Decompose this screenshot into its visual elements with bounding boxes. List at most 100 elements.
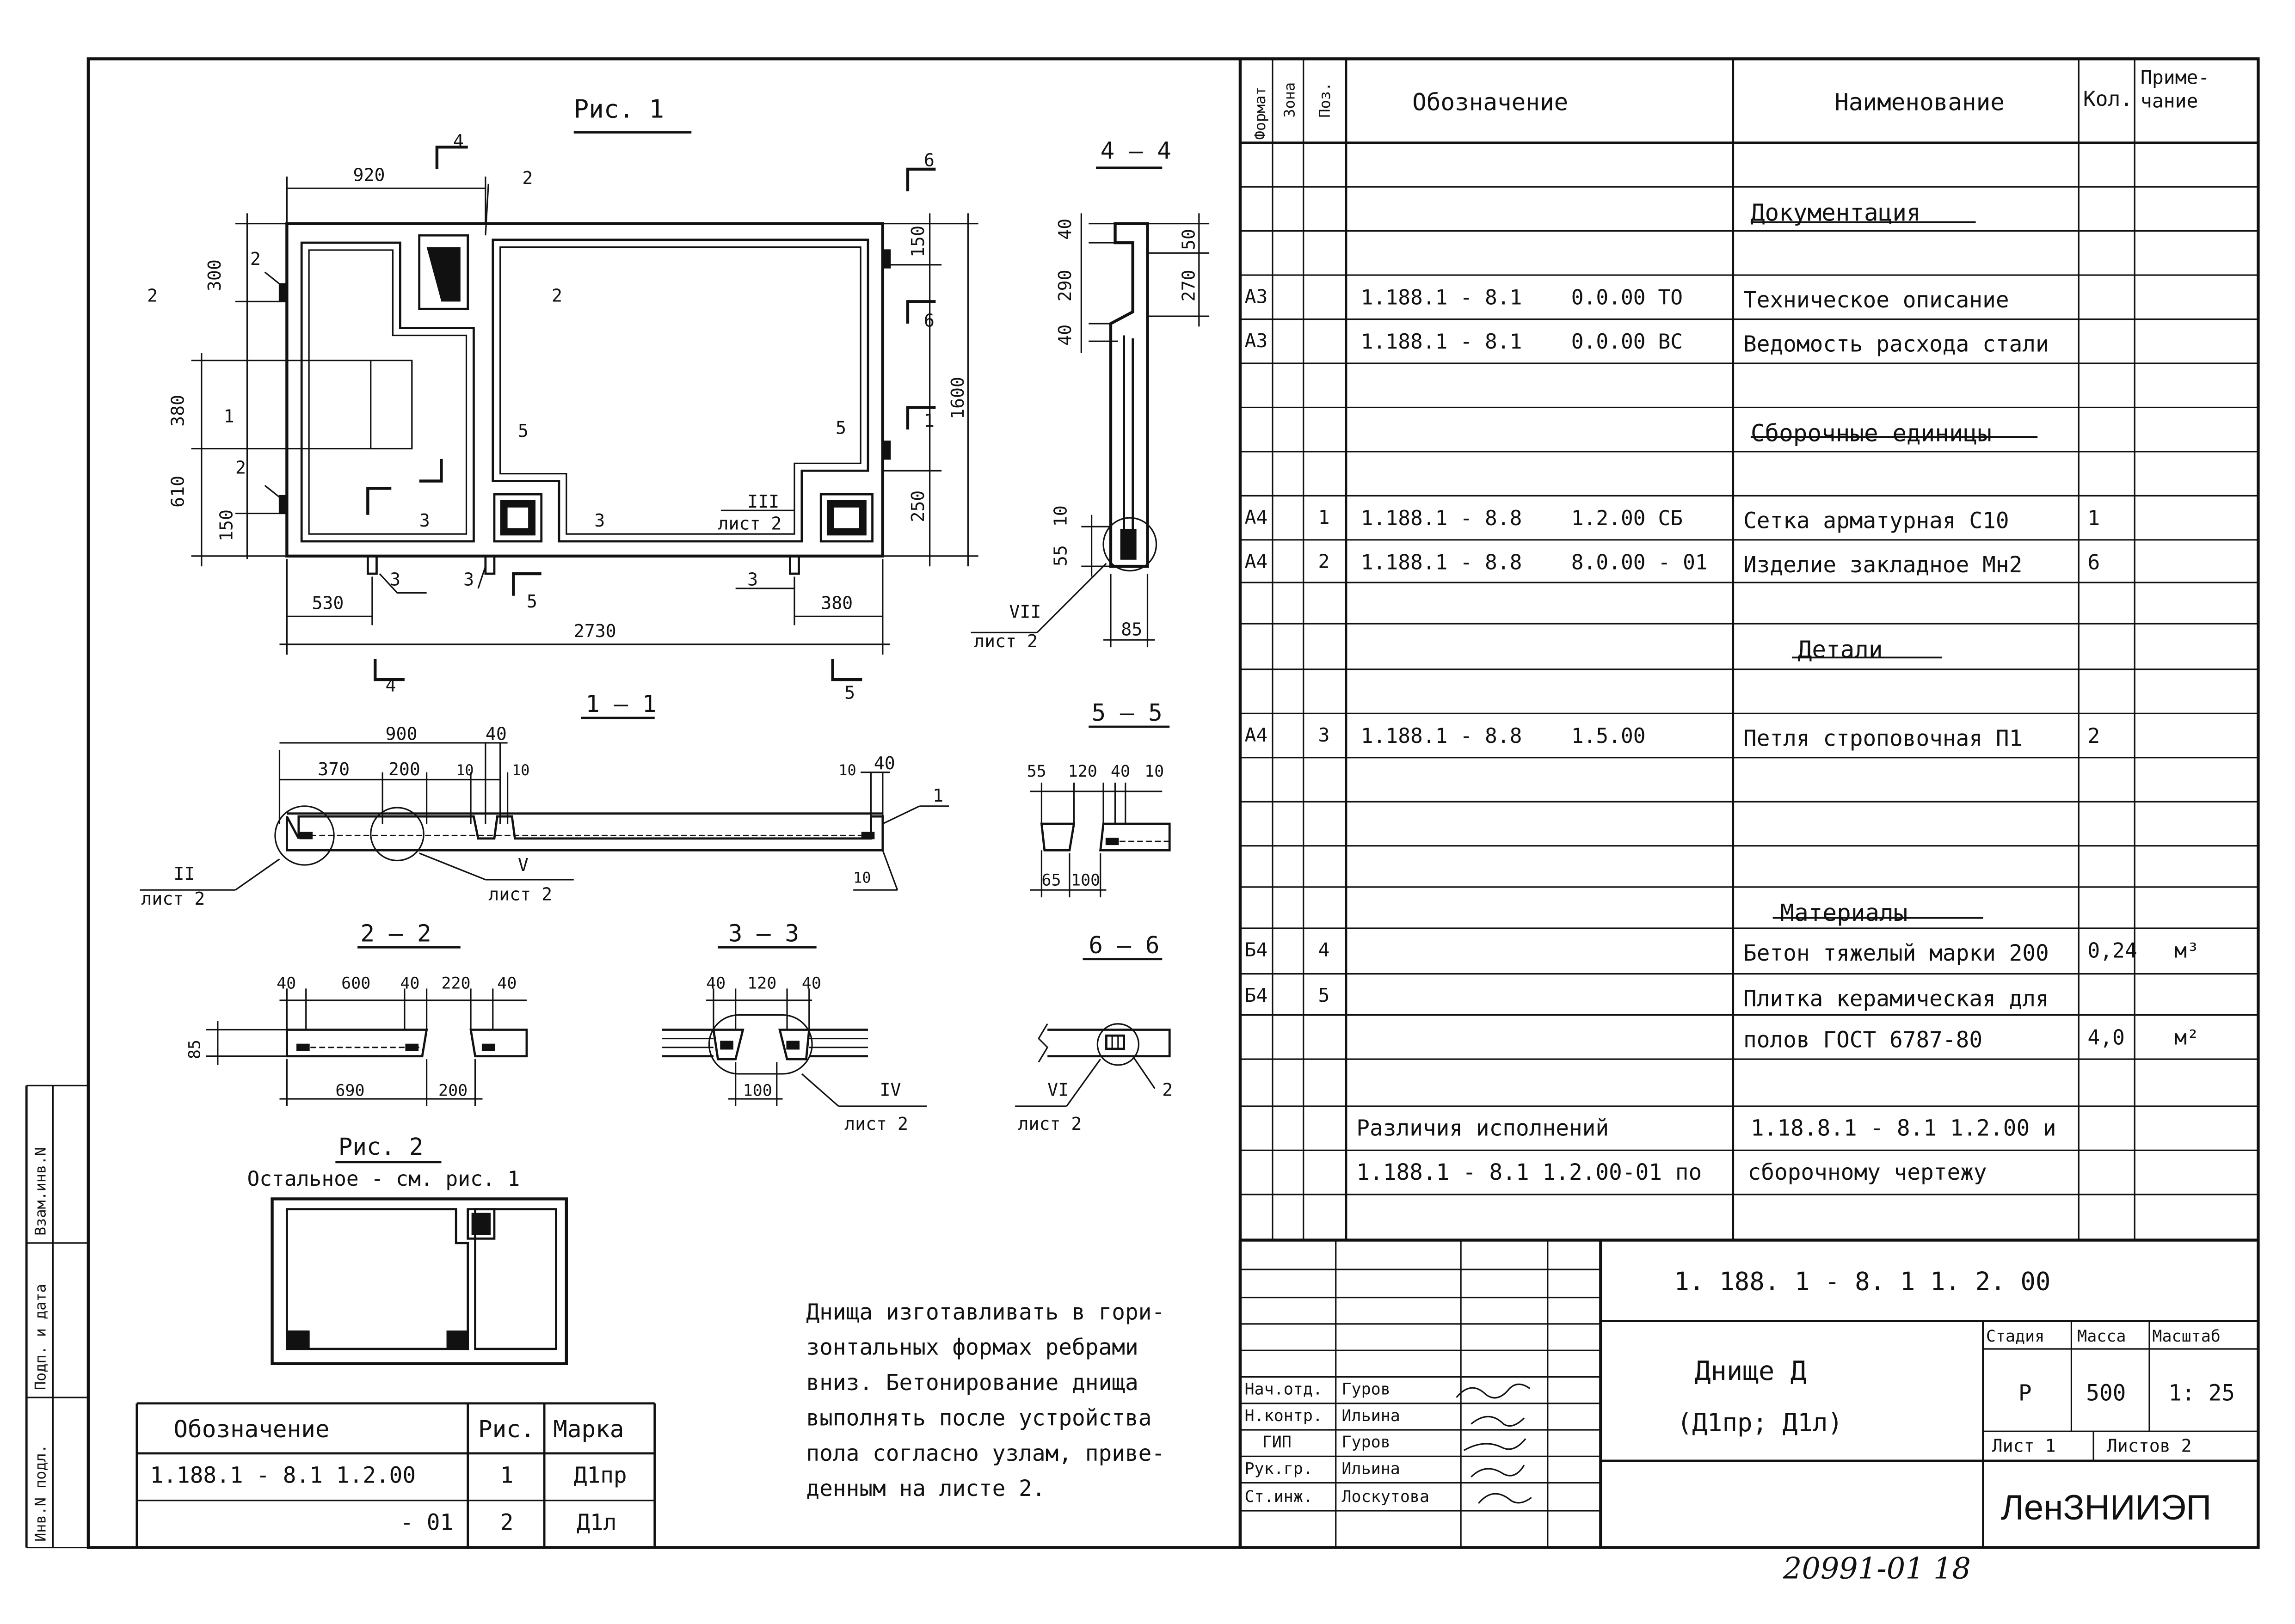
spec-header-qty: Кол.: [2083, 88, 2133, 112]
spec-cell-name: Бетон тяжелый марки 200: [1743, 940, 2049, 967]
diff-a: Различия исполнений: [1356, 1115, 1609, 1142]
s33-d100: 100: [743, 1082, 772, 1100]
s55-title: 5 — 5: [1092, 699, 1163, 727]
stamp-name: Лоскутова: [1341, 1487, 1430, 1507]
s55-d55: 55: [1027, 762, 1046, 781]
stamp-name: Гуров: [1341, 1379, 1391, 1399]
marks-row-mark: Д1л: [577, 1509, 617, 1536]
s44-d40: 40: [1055, 219, 1076, 240]
margin-inv-label: Инв.N подл.: [32, 1444, 49, 1542]
stamp-title-variants: (Д1пр; Д1л): [1677, 1409, 1843, 1439]
sec-5-b: 5: [836, 418, 846, 439]
s33-d40a: 40: [706, 974, 726, 993]
spec-cell-name: Документация: [1750, 198, 1921, 227]
marks-header-fig: Рис.: [478, 1415, 535, 1443]
spec-cell-note: м²: [2174, 1027, 2199, 1051]
dim-920: 920: [353, 165, 385, 185]
stamp-role: Н.контр.: [1244, 1406, 1323, 1426]
sec-4-top: 4: [453, 131, 464, 152]
note-line: Днища изготавливать в гори-: [806, 1299, 1165, 1326]
sec-5-d: 5: [844, 683, 855, 703]
s11-d10a: 10: [456, 761, 474, 779]
s66-pos2: 2: [1162, 1080, 1173, 1101]
spec-cell-des1: 1.188.1 - 8.1: [1360, 331, 1522, 355]
dim-380: 380: [168, 395, 189, 427]
s44-d85: 85: [1121, 620, 1142, 640]
spec-cell-format: А4: [1244, 552, 1268, 574]
stamp-title: Днище Д: [1694, 1356, 1807, 1387]
margin-sign-label: Подп. и дата: [32, 1284, 49, 1390]
s44-d10: 10: [1051, 505, 1071, 527]
sec-3-left: 3: [419, 511, 430, 531]
s11-d10c: 10: [838, 761, 856, 779]
stamp-scale-label: Масштаб: [2152, 1327, 2221, 1346]
dim-150a: 150: [217, 509, 237, 541]
dim-380b: 380: [821, 593, 853, 613]
spec-cell-name: Ведомость расхода стали: [1743, 331, 2049, 358]
s11-title: 1 – 1: [585, 691, 656, 718]
stamp-org: ЛенЗНИИЭП: [2000, 1489, 2212, 1529]
spec-cell-pos: 4: [1318, 940, 1330, 962]
s22-d40c: 40: [497, 974, 517, 993]
s33-d40b: 40: [802, 974, 821, 993]
spec-cell-format: А4: [1244, 507, 1268, 530]
spec-cell-pos: 3: [1318, 725, 1330, 748]
s44-ref-num: VII: [1009, 602, 1041, 622]
spec-cell-format: Б4: [1244, 940, 1268, 962]
s33-ref-sheet: лист 2: [844, 1114, 908, 1134]
spec-cell-des2: 1.2.00 СБ: [1571, 507, 1683, 531]
stamp-role: ГИП: [1262, 1433, 1292, 1452]
spec-cell-format: А4: [1244, 725, 1268, 748]
spec-header-name: Наименование: [1834, 88, 2005, 116]
s11-pos1: 1: [933, 786, 943, 806]
stamp-sheets: Листов 2: [2106, 1435, 2192, 1457]
diff-d: сборочному чертежу: [1747, 1159, 1987, 1186]
spec-cell-format: А3: [1244, 287, 1268, 309]
callout-2c: 2: [235, 458, 246, 478]
spec-cell-name: Сборочные единицы: [1750, 419, 1992, 447]
s11-d10b: 10: [512, 761, 529, 779]
spec-cell-des1: 1.188.1 - 8.1: [1360, 287, 1522, 311]
s11-ref5-num: V: [518, 855, 529, 876]
stamp-name: Ильина: [1341, 1406, 1400, 1426]
callout-2b: 2: [250, 249, 261, 270]
s11-ref2-num: II: [173, 864, 195, 884]
spec-cell-qty: 1: [2087, 507, 2100, 531]
stamp-role: Ст.инж.: [1244, 1487, 1313, 1507]
dim-300: 300: [205, 259, 225, 291]
dim-1600: 1600: [948, 377, 968, 419]
s55-d65: 65: [1041, 871, 1061, 890]
spec-header-note: Приме- чание: [2140, 67, 2210, 114]
dim-610: 610: [168, 476, 189, 508]
diff-c: 1.188.1 - 8.1 1.2.00-01 по: [1356, 1159, 1702, 1186]
s22-d200: 200: [438, 1082, 468, 1100]
fig1-title: Рис. 1: [574, 95, 664, 124]
spec-cell-des2: 1.5.00: [1571, 725, 1646, 749]
s44-d40b: 40: [1055, 325, 1076, 346]
fig2-subtitle: Остальное - см. рис. 1: [247, 1167, 520, 1191]
marks-row-fig: 2: [500, 1509, 514, 1536]
s22-d85: 85: [186, 1040, 204, 1059]
marks-row-mark: Д1пр: [573, 1462, 627, 1489]
spec-cell-des2: 0.0.00 ВС: [1571, 331, 1683, 355]
sec-6-bottom: 6: [924, 311, 935, 331]
s11-d40b: 40: [874, 754, 895, 774]
s55-d120: 120: [1068, 762, 1097, 781]
stamp-stage: Р: [2018, 1379, 2032, 1407]
note-line: пола согласно узлам, приве-: [806, 1440, 1165, 1467]
s11-d10d: 10: [853, 869, 871, 886]
dim-250: 250: [908, 490, 929, 522]
sec-1-left: 1: [224, 406, 234, 427]
marks-row-des: 1.188.1 - 8.1 1.2.00: [150, 1462, 416, 1489]
spec-cell-des2: 8.0.00 - 01: [1571, 552, 1708, 576]
callout-3c: 3: [747, 570, 758, 590]
spec-cell-des1: 1.188.1 - 8.8: [1360, 725, 1522, 749]
spec-cell-qty: 0,24: [2087, 940, 2137, 964]
spec-cell-name: Материалы: [1780, 899, 1908, 927]
spec-header-pos: Поз.: [1316, 82, 1334, 118]
note-line: вниз. Бетонирование днища: [806, 1369, 1138, 1396]
s11-ref5-sheet: лист 2: [488, 884, 552, 905]
callout-3b: 3: [463, 570, 474, 590]
